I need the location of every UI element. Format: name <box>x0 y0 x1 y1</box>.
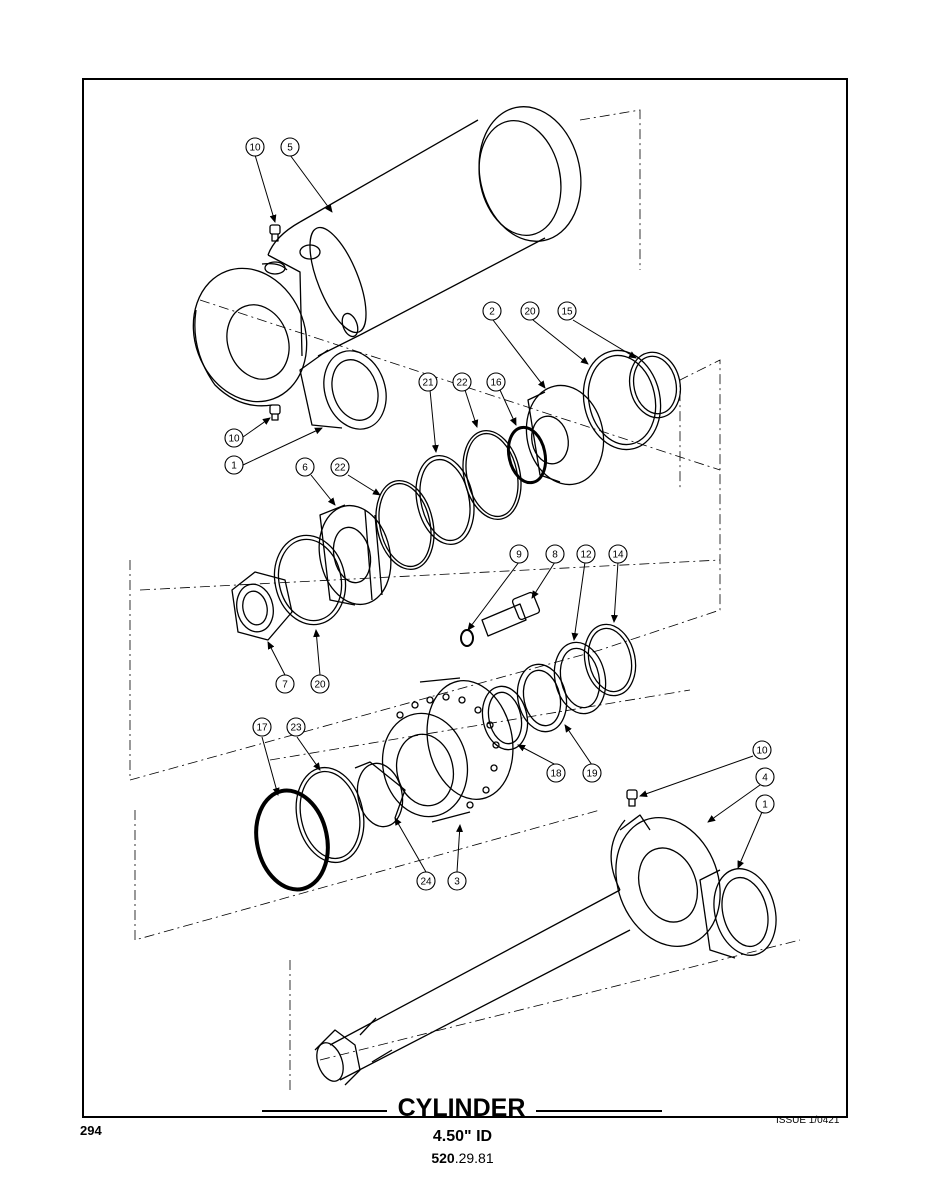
svg-text:5: 5 <box>287 143 293 154</box>
grease-fitting-lower <box>269 404 281 421</box>
cylinder-head <box>381 677 514 823</box>
cylinder-barrel <box>192 106 582 407</box>
svg-text:6: 6 <box>302 463 308 474</box>
gland <box>318 504 392 606</box>
svg-text:14: 14 <box>612 550 624 561</box>
svg-text:9: 9 <box>516 550 522 561</box>
svg-text:22: 22 <box>456 378 468 389</box>
svg-text:20: 20 <box>524 307 536 318</box>
svg-text:19: 19 <box>586 769 598 780</box>
svg-text:12: 12 <box>580 550 592 561</box>
callout-1-upper: 1 <box>224 455 244 475</box>
seal-ring-20-lower <box>273 534 347 626</box>
bushing-lower <box>699 868 777 959</box>
svg-text:16: 16 <box>490 378 502 389</box>
callout-8: 8 <box>545 544 565 564</box>
svg-text:10: 10 <box>249 143 261 154</box>
callout-10-upper: 10 <box>245 137 265 157</box>
svg-text:10: 10 <box>756 746 768 757</box>
svg-text:1: 1 <box>231 461 237 472</box>
ring-12 <box>553 641 607 715</box>
callout-21: 21 <box>418 372 438 392</box>
callout-24: 24 <box>416 871 436 891</box>
wear-ring-24 <box>354 761 406 828</box>
ring-22-lower <box>375 479 435 571</box>
callout-18: 18 <box>546 763 566 783</box>
callout-2: 2 <box>482 301 502 321</box>
callout-6: 6 <box>295 457 315 477</box>
callout-17: 17 <box>252 717 272 737</box>
title-rule-left <box>262 1110 387 1112</box>
svg-text:23: 23 <box>290 723 302 734</box>
callout-20-lower: 20 <box>310 674 330 694</box>
svg-text:8: 8 <box>552 550 558 561</box>
ring-22-upper <box>462 429 522 521</box>
piston <box>525 384 605 486</box>
svg-text:18: 18 <box>550 769 562 780</box>
svg-text:7: 7 <box>282 680 288 691</box>
diagram-frame <box>82 78 848 1118</box>
lock-washer <box>460 629 474 647</box>
callout-12: 12 <box>576 544 596 564</box>
piston-rod <box>314 814 721 1086</box>
svg-text:24: 24 <box>420 877 432 888</box>
callout-20-upper: 20 <box>520 301 540 321</box>
part-number-suffix: .29.81 <box>454 1150 494 1166</box>
callout-10-lower: 10 <box>224 428 244 448</box>
callout-15: 15 <box>557 301 577 321</box>
svg-text:4: 4 <box>762 773 768 784</box>
grease-fitting-upper <box>269 224 281 242</box>
callout-14: 14 <box>608 544 628 564</box>
part-number: 520.29.81 <box>0 1150 925 1166</box>
svg-text:10: 10 <box>228 434 240 445</box>
title-rule-right <box>536 1110 662 1112</box>
svg-text:21: 21 <box>422 378 434 389</box>
issue-label: ISSUE 1/0421 <box>776 1115 840 1126</box>
centerlines <box>129 109 801 1090</box>
ring-19 <box>516 663 568 733</box>
callout-22-upper: 22 <box>452 372 472 392</box>
callout-5: 5 <box>280 137 300 157</box>
callout-3: 3 <box>447 871 467 891</box>
callout-10-rod: 10 <box>752 740 772 760</box>
callout-7: 7 <box>275 674 295 694</box>
svg-text:1: 1 <box>762 800 768 811</box>
lock-nut <box>231 571 293 641</box>
ring-18 <box>481 685 529 751</box>
seal-ring-20-upper <box>582 349 662 451</box>
callout-1-lower: 1 <box>755 794 775 814</box>
svg-text:15: 15 <box>561 307 573 318</box>
callout-9: 9 <box>509 544 529 564</box>
svg-text:3: 3 <box>454 877 460 888</box>
wear-ring-15 <box>628 351 682 419</box>
callout-16: 16 <box>486 372 506 392</box>
callout-4: 4 <box>755 767 775 787</box>
callout-19: 19 <box>582 763 602 783</box>
bushing-upper <box>299 349 387 430</box>
svg-text:22: 22 <box>334 463 346 474</box>
svg-text:2: 2 <box>489 307 495 318</box>
callout-22-lower: 22 <box>330 457 350 477</box>
page-title: CYLINDER <box>397 1094 526 1122</box>
ring-14 <box>583 623 637 697</box>
page-subtitle: 4.50" ID <box>432 1128 493 1145</box>
callout-23: 23 <box>286 717 306 737</box>
svg-text:17: 17 <box>256 723 268 734</box>
page-number: 294 <box>80 1123 102 1138</box>
grease-fitting-rod <box>626 789 638 807</box>
o-ring-17 <box>254 788 330 892</box>
cap-screw <box>481 591 541 637</box>
leader-lines <box>242 154 763 873</box>
part-number-prefix: 520 <box>431 1150 455 1166</box>
o-ring-16 <box>506 425 548 485</box>
ring-21 <box>415 454 475 546</box>
svg-text:20: 20 <box>314 680 326 691</box>
